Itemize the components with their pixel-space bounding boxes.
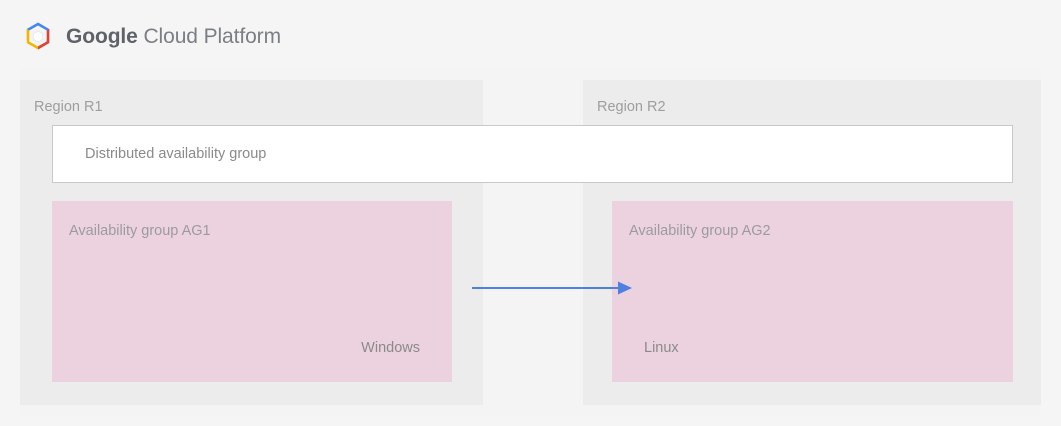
gcp-brand-header: Google Cloud Platform (22, 18, 281, 54)
replication-arrow-icon (472, 281, 632, 295)
brand-cloud-platform: Cloud Platform (143, 24, 281, 48)
region-r1-title: Region R1 (34, 99, 103, 115)
availability-group-ag1-title: Availability group AG1 (69, 223, 211, 239)
availability-group-ag2-box: Availability group AG2 Linux (612, 201, 1013, 382)
availability-group-ag1-os-label: Windows (361, 339, 420, 356)
distributed-availability-group-label: Distributed availability group (85, 145, 267, 162)
google-cloud-platform-logo-icon (26, 22, 50, 50)
architecture-diagram: Region R1 Region R2 Distributed availabi… (20, 68, 1041, 415)
brand-wordmark: Google Cloud Platform (66, 26, 281, 47)
availability-group-ag2-title: Availability group AG2 (629, 223, 771, 239)
region-r2-title: Region R2 (597, 99, 666, 115)
availability-group-ag2-os-label: Linux (644, 339, 679, 356)
distributed-availability-group-box: Distributed availability group (52, 125, 1013, 183)
availability-group-ag1-box: Availability group AG1 Windows (52, 201, 452, 382)
brand-google: Google (66, 24, 138, 48)
